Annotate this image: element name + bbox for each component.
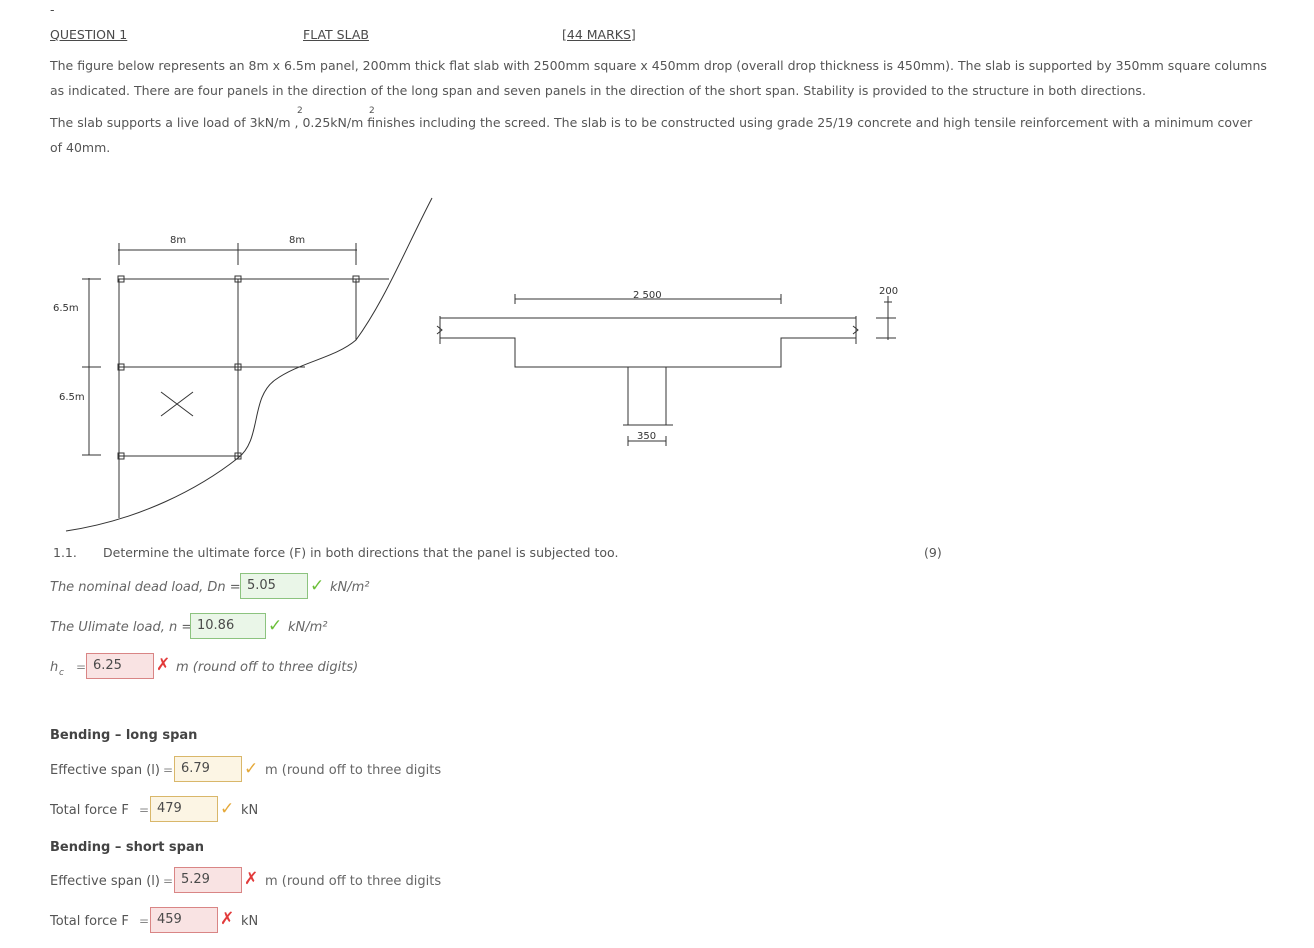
superscript-2: 2 <box>369 106 375 116</box>
intro-line-3: The slab supports a live load of 3kN/m ,… <box>50 115 1253 130</box>
long-span-force-unit: kN <box>241 803 259 818</box>
intro-line-4: of 40mm. <box>50 140 111 155</box>
long-span-eff-equals: = <box>163 763 174 777</box>
cross-icon: ✗ <box>220 909 235 929</box>
short-span-eff-input[interactable]: 5.29 <box>174 867 242 893</box>
ultimate-load-unit: kN/m² <box>288 620 328 635</box>
column-width-label: 350 <box>637 431 656 442</box>
dead-load-input[interactable]: 5.05 <box>240 573 308 599</box>
drop-width-label: 2 500 <box>633 290 662 301</box>
short-span-force-unit: kN <box>241 914 259 929</box>
dim-left-bottom: 6.5m <box>59 392 85 403</box>
question-topic: FLAT SLAB <box>303 27 369 42</box>
dim-top-left: 8m <box>170 235 186 246</box>
check-icon: ✓ <box>244 759 259 779</box>
dim-left-top: 6.5m <box>53 303 79 314</box>
dim-top-right: 8m <box>289 235 305 246</box>
long-span-force-label: Total force F <box>50 803 129 818</box>
long-span-eff-unit: m (round off to three digits <box>265 763 442 778</box>
short-span-force-label: Total force F <box>50 914 129 929</box>
q11-text: Determine the ultimate force (F) in both… <box>103 545 619 560</box>
short-span-heading: Bending – short span <box>50 840 205 855</box>
slab-thickness-label: 200 <box>879 286 898 297</box>
ultimate-load-label: The Ulimate load, n = <box>50 620 193 635</box>
q11-number: 1.1. <box>53 545 77 560</box>
question-marks: [44 MARKS] <box>562 27 636 42</box>
slab-plan-drawing: 8m 8m 6.5m 6.5m <box>53 197 433 532</box>
short-span-force-input[interactable]: 459 <box>150 907 218 933</box>
hc-equals: = <box>76 660 87 674</box>
superscript-1: 2 <box>297 106 303 116</box>
short-span-eff-unit: m (round off to three digits <box>265 874 442 889</box>
dead-load-label: The nominal dead load, Dn = <box>50 580 241 595</box>
q11-marks: (9) <box>924 545 942 560</box>
short-span-eff-label: Effective span (l) <box>50 874 160 889</box>
hc-subscript: c <box>59 668 64 678</box>
long-span-force-input[interactable]: 479 <box>150 796 218 822</box>
cross-icon: ✗ <box>244 869 259 889</box>
hc-input[interactable]: 6.25 <box>86 653 154 679</box>
long-span-eff-input[interactable]: 6.79 <box>174 756 242 782</box>
hc-label: h <box>50 660 59 675</box>
check-icon: ✓ <box>310 576 325 596</box>
long-span-eff-label: Effective span (l) <box>50 763 160 778</box>
dead-load-unit: kN/m² <box>330 580 370 595</box>
intro-line-1: The figure below represents an 8m x 6.5m… <box>50 58 1267 73</box>
header-dash: - <box>50 2 55 17</box>
slab-section-drawing: 2 500 200 350 <box>436 286 898 446</box>
cross-icon: ✗ <box>156 655 171 675</box>
ultimate-load-input[interactable]: 10.86 <box>190 613 266 639</box>
check-icon: ✓ <box>268 616 283 636</box>
check-icon: ✓ <box>220 799 235 819</box>
long-span-force-equals: = <box>139 803 150 817</box>
intro-line-2: as indicated. There are four panels in t… <box>50 83 1146 98</box>
short-span-eff-equals: = <box>163 874 174 888</box>
hc-unit: m (round off to three digits) <box>176 660 359 675</box>
long-span-heading: Bending – long span <box>50 728 198 743</box>
short-span-force-equals: = <box>139 914 150 928</box>
question-title: QUESTION 1 <box>50 27 128 42</box>
